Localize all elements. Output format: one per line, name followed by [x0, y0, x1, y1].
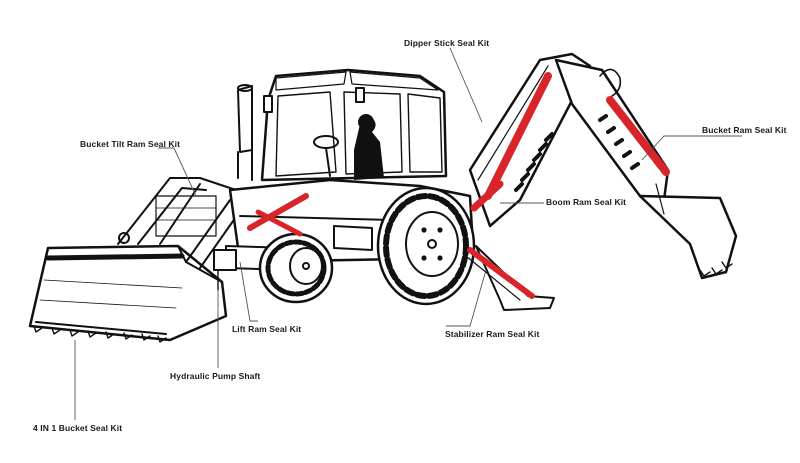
label-dipper-stick-seal-kit: Dipper Stick Seal Kit [404, 38, 490, 48]
backhoe-bucket [638, 183, 738, 280]
leader-stabilizer [446, 269, 487, 327]
exhaust-pipe [237, 84, 253, 181]
label-hydraulic-pump-shaft: Hydraulic Pump Shaft [170, 371, 261, 381]
leader-dipper-stick [449, 47, 483, 123]
leader-bucket-tilt [158, 147, 197, 197]
label-bucket-ram-seal-kit: Bucket Ram Seal Kit [702, 125, 787, 135]
dipper-stick [554, 58, 670, 202]
label-bucket-tilt-ram-seal-kit: Bucket Tilt Ram Seal Kit [80, 139, 181, 149]
label-stabilizer-ram-seal-kit: Stabilizer Ram Seal Kit [445, 329, 540, 339]
label-boom-ram-seal-kit: Boom Ram Seal Kit [546, 197, 627, 207]
hydraulic-pump-shaft [213, 249, 237, 291]
front-wheel [258, 232, 334, 304]
lift-ram-cylinder [247, 193, 309, 231]
lift-ram-cylinder-2 [255, 209, 303, 237]
loader-bucket [28, 244, 228, 343]
bucket-ram [606, 96, 670, 176]
stabilizer-ram [467, 247, 535, 299]
leader-bucket-ram [641, 135, 742, 161]
boom-ram [470, 180, 504, 212]
label-lift-ram-seal-kit: Lift Ram Seal Kit [232, 324, 302, 334]
dipper-stick-ram [484, 72, 552, 200]
label-4-in-1-bucket-seal-kit: 4 IN 1 Bucket Seal Kit [33, 423, 123, 433]
rear-wheel [376, 186, 476, 306]
leader-lift-ram [239, 261, 258, 322]
cab [260, 68, 448, 182]
